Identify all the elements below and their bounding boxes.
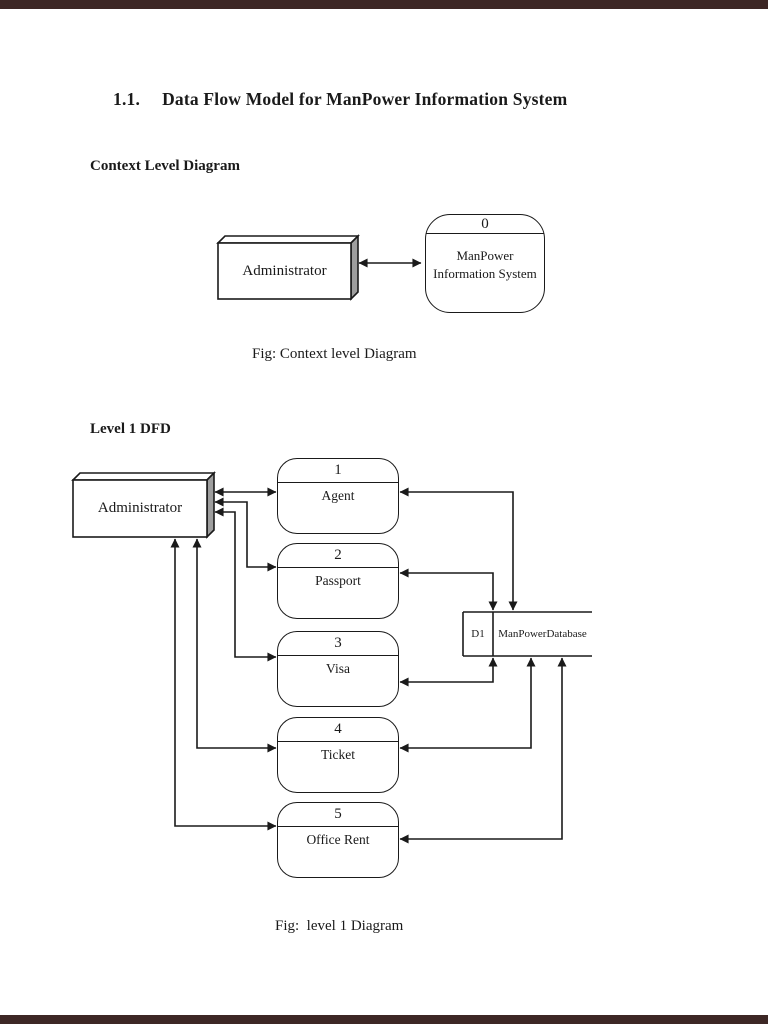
flow-ticket-admin [192, 538, 277, 753]
flow-officerent-admin [170, 538, 277, 831]
process-5-office-rent: 5 Office Rent [277, 802, 399, 878]
process-name: Visa [326, 661, 350, 676]
level1-administrator-label: Administrator [97, 500, 183, 516]
section-number: 1.1. [113, 89, 141, 109]
level1-diagram-caption: Fig: level 1 Diagram [275, 918, 404, 934]
process-number: 4 [278, 718, 398, 742]
context-diagram-caption: Fig: Context level Diagram [252, 346, 417, 362]
process-name: Agent [321, 488, 355, 503]
context-diagram-heading: Context Level Diagram [90, 158, 240, 174]
context-administrator-entity-box [216, 234, 360, 301]
process-name: Office Rent [306, 832, 370, 847]
section-title: Data Flow Model for ManPower Information… [162, 89, 568, 109]
data-store-shape [462, 611, 592, 657]
data-store-name: ManPowerDatabase [498, 628, 587, 640]
flow-passport-datastore [399, 568, 498, 611]
data-store-id: D1 [471, 628, 485, 640]
process-3-visa: 3 Visa [277, 631, 399, 707]
process-number: 0 [426, 215, 544, 234]
process-name: Passport [315, 573, 361, 588]
process-name: ManPower Information System [433, 248, 537, 282]
process-2-passport: 2 Passport [277, 543, 399, 619]
process-number: 5 [278, 803, 398, 827]
context-administrator-label: Administrator [242, 262, 327, 279]
process-name: Ticket [320, 747, 355, 762]
process-number: 1 [278, 459, 398, 483]
flow-datastore-visa [399, 657, 498, 687]
flow-agent-datastore [399, 487, 518, 611]
section-heading: 1.1. Data Flow Model for ManPower Informa… [113, 89, 567, 110]
flow-admin-visa [214, 507, 277, 662]
level1-administrator-entity-box [71, 471, 216, 539]
level1-dfd-heading: Level 1 DFD [90, 421, 171, 437]
process-number: 3 [278, 632, 398, 656]
viewer-top-bar [0, 0, 768, 9]
process-0-manpower-information-system: 0 ManPower Information System [425, 214, 545, 313]
process-1-agent: 1 Agent [277, 458, 399, 534]
flow-datastore-ticket [399, 657, 536, 753]
process-number: 2 [278, 544, 398, 568]
viewer-bottom-bar [0, 1015, 768, 1024]
process-4-ticket: 4 Ticket [277, 717, 399, 793]
flow-datastore-officerent [399, 657, 567, 844]
